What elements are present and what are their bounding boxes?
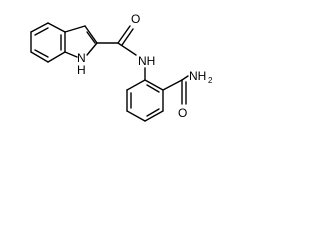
anilide-benzene-ring: [126, 67, 164, 122]
indole-benzene-ring: [30, 22, 66, 63]
bond: [117, 42, 137, 56]
amide-nh2-subscript: 2: [208, 76, 213, 85]
bond: [144, 110, 164, 122]
oxygen-label-amide-1: O: [131, 12, 140, 26]
double-bond-outer: [121, 28, 134, 46]
amide-nh2-label: NH: [189, 69, 206, 83]
double-bond-inner: [146, 84, 160, 93]
bond: [64, 51, 78, 58]
indole-pyrrole-ring: [64, 25, 98, 58]
double-bond-inner: [86, 31, 96, 44]
oxygen-label-amide-2: O: [178, 106, 187, 120]
bond: [84, 25, 98, 44]
double-bond-inner: [146, 108, 160, 117]
indole-hydrogen-label: H: [77, 63, 86, 77]
ortho-carboxamide-group: [162, 75, 189, 105]
indole-nitrogen-label: N: [77, 51, 86, 65]
nh-linker-label: NH: [138, 54, 155, 68]
bond: [117, 25, 131, 44]
bond: [30, 51, 49, 63]
double-bond-inner: [34, 27, 49, 36]
bond: [162, 79, 183, 91]
carboxamide-group: [96, 25, 137, 56]
double-bond-inner: [34, 49, 49, 58]
bond: [30, 22, 49, 33]
structure-diagram: O NH N H NH 2 O: [0, 0, 226, 147]
bond: [47, 51, 66, 63]
bond: [181, 75, 189, 81]
bond: [144, 79, 164, 91]
bond: [64, 25, 86, 33]
bond: [126, 110, 146, 122]
molecule-drawing: O NH N H NH 2 O: [30, 12, 213, 122]
bond: [86, 42, 98, 56]
bond: [47, 22, 66, 33]
bond: [126, 79, 146, 91]
